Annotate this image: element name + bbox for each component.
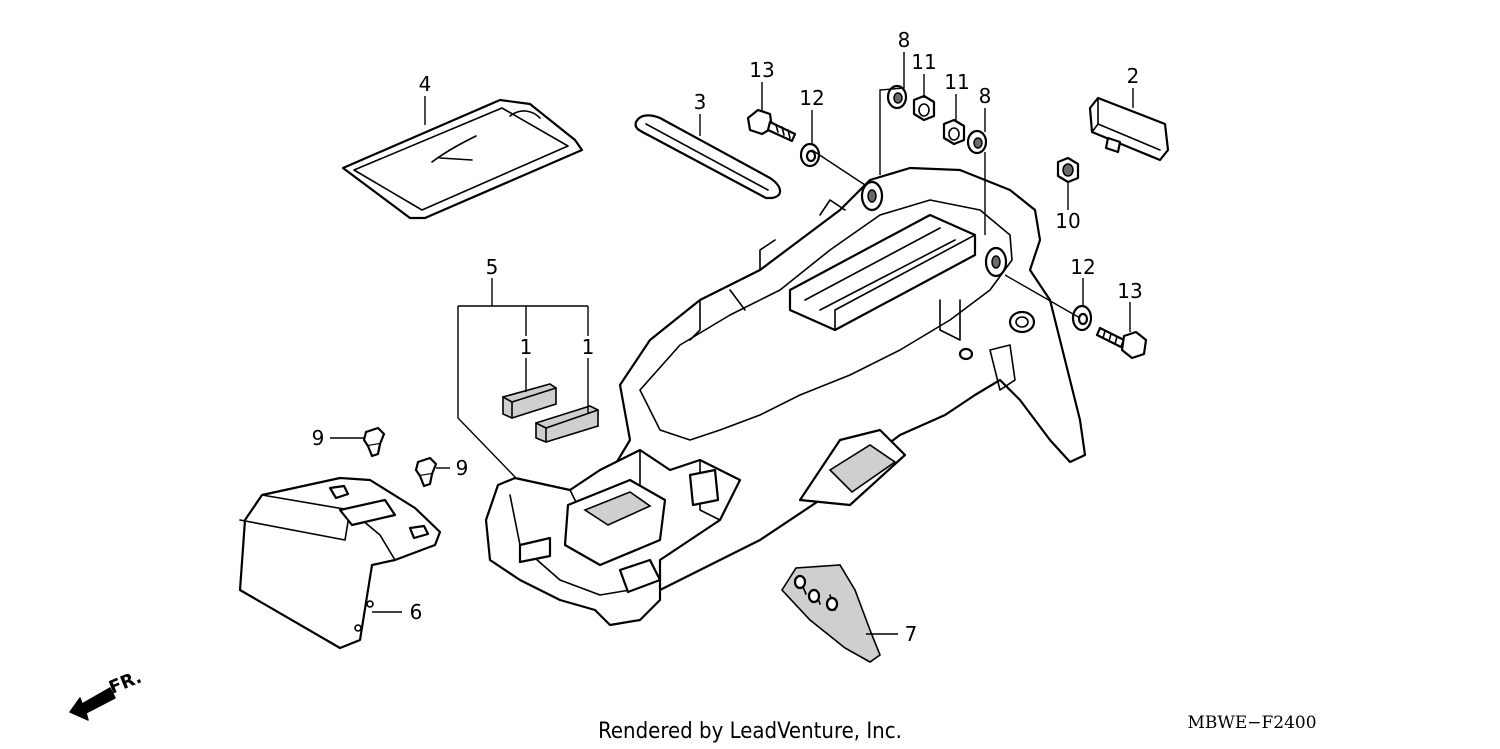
part-6-bracket-cover: [238, 476, 442, 650]
callout-9-left[interactable]: 9: [312, 426, 325, 450]
front-arrow-icon: [69, 687, 116, 721]
part-11-nut-left: [912, 94, 936, 122]
part-8-washer-left: [886, 84, 908, 110]
rear-fender-main: [484, 166, 1087, 627]
part-9-clip-right: [414, 456, 438, 488]
callout-1-right[interactable]: 1: [582, 335, 595, 359]
callout-7[interactable]: 7: [905, 622, 918, 646]
callout-9-right[interactable]: 9: [456, 456, 469, 480]
callout-3[interactable]: 3: [694, 90, 707, 114]
callout-1-left[interactable]: 1: [520, 335, 533, 359]
callout-4[interactable]: 4: [419, 72, 432, 96]
callout-13-upper[interactable]: 13: [749, 58, 774, 82]
callout-11-left[interactable]: 11: [911, 50, 936, 74]
part-10-nut: [1056, 156, 1080, 184]
part-4-storage-bag: [341, 98, 584, 220]
part-3-seal-strip: [634, 114, 782, 200]
part-7-side-panel: [780, 564, 881, 663]
callout-6[interactable]: 6: [410, 600, 423, 624]
front-direction-indicator: FR.: [69, 667, 145, 721]
callout-5[interactable]: 5: [486, 255, 499, 279]
leader-lines: [330, 52, 1134, 635]
part-8-washer-right: [966, 129, 988, 155]
callout-10[interactable]: 10: [1055, 209, 1080, 233]
part-12-washer-lower: [1071, 304, 1093, 332]
callout-12-lower[interactable]: 12: [1070, 255, 1095, 279]
front-direction-label: FR.: [106, 667, 145, 699]
rendered-by-credit: Rendered by LeadVenture, Inc.: [598, 719, 902, 744]
callout-2[interactable]: 2: [1127, 64, 1140, 88]
part-1-pad-right: [535, 405, 599, 443]
callout-labels: 4 3 13 12 8 11 11 8 2 10 12 13 5 1 1 9 9…: [312, 28, 1143, 646]
part-9-clip-left: [362, 426, 386, 458]
callout-13-lower[interactable]: 13: [1117, 279, 1142, 303]
callout-12-upper[interactable]: 12: [799, 86, 824, 110]
part-2-pad: [1088, 96, 1170, 162]
part-1-pad-left: [502, 383, 557, 419]
part-13-bolt-upper: [746, 108, 797, 143]
diagram-code: MBWE−F2400: [1187, 713, 1316, 733]
callout-11-right[interactable]: 11: [944, 70, 969, 94]
part-12-washer-upper: [799, 142, 821, 168]
callout-8-left[interactable]: 8: [898, 28, 911, 52]
part-11-nut-right: [942, 118, 966, 146]
part-13-bolt-lower: [1095, 326, 1148, 360]
callout-8-right[interactable]: 8: [979, 84, 992, 108]
